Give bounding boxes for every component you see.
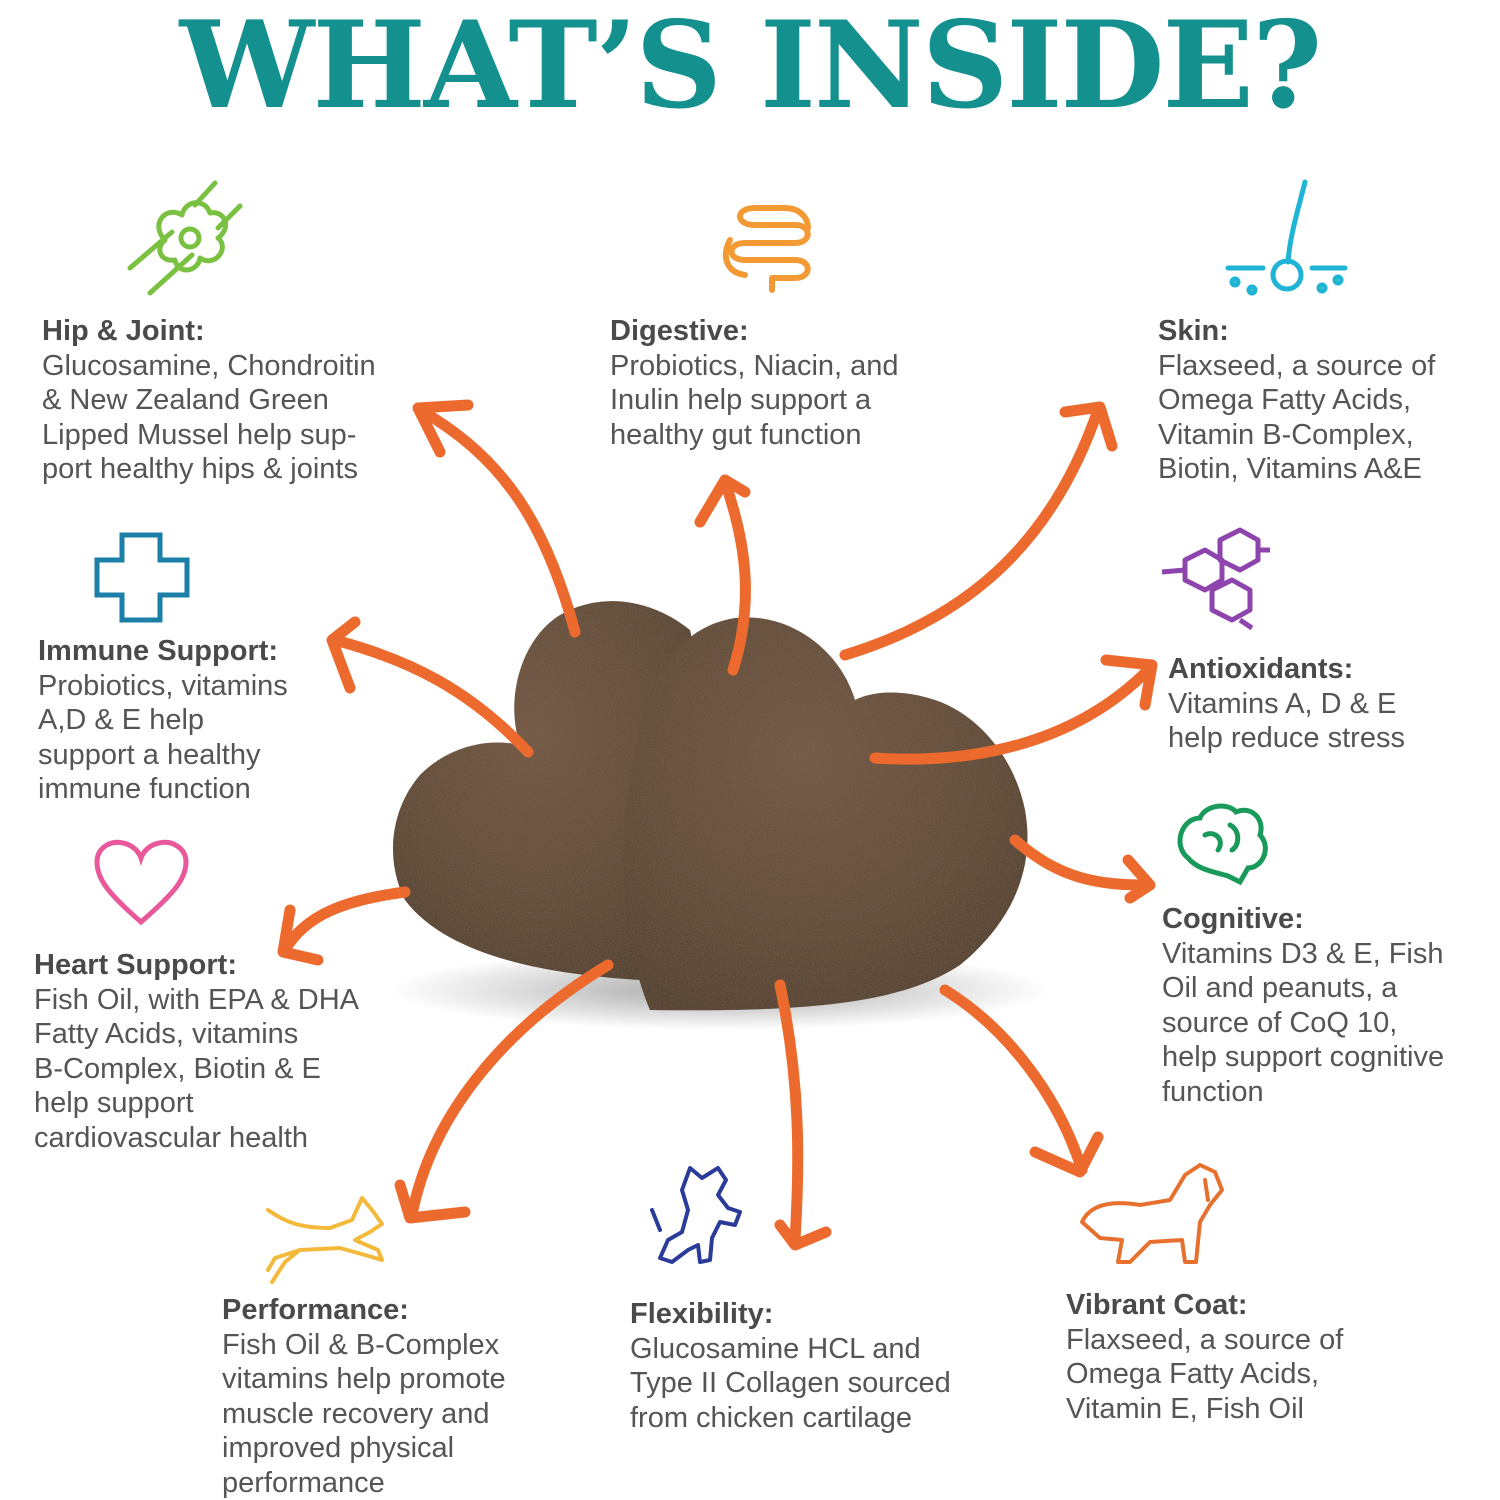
arrow-antioxidants-head [1100,654,1158,711]
arrow-hip-joint [414,404,581,638]
benefit-arrows [277,399,1158,1251]
arrow-flexibility [774,979,804,1246]
benefit-text: Probiotics, vitamins A,D & E help suppor… [38,669,288,806]
arrow-cognitive-head [1122,854,1156,904]
benefit-heading: Hip & Joint: [42,315,205,347]
jumping-dog-icon [650,1166,742,1264]
benefit-text: Probiotics, Niacin, and Inulin help supp… [610,349,899,451]
arrow-skin [839,404,1104,661]
benefit-heart: Heart Support: Fish Oil, with EPA & DHA … [34,948,359,1155]
benefit-hip-joint: Hip & Joint: Glucosamine, Chondroitin & … [42,314,376,487]
benefit-heading: Digestive: [610,315,749,347]
benefit-antioxidants: Antioxidants: Vitamins A, D & E help red… [1168,652,1405,756]
arrow-vibrant-coat-head [1029,1131,1104,1178]
arrow-immune [329,634,534,758]
benefit-text: Glucosamine, Chondroitin & New Zealand G… [42,349,376,486]
benefit-vibrant-coat: Vibrant Coat: Flaxseed, a source of Omeg… [1066,1288,1343,1426]
arrow-performance-head [394,1179,471,1224]
benefit-heading: Performance: [222,1294,409,1326]
arrow-antioxidants [869,662,1156,765]
arrow-performance [406,959,614,1221]
benefit-text: Vitamins A, D & E help reduce stress [1168,687,1405,755]
benefit-immune: Immune Support: Probiotics, vitamins A,D… [38,634,288,807]
benefit-cognitive: Cognitive: Vitamins D3 & E, Fish Oil and… [1162,902,1444,1109]
molecule-icon [1161,527,1270,631]
arrow-digestive [719,476,751,676]
page-title: WHAT’S INSIDE? [179,0,1323,136]
treat-front [623,617,1028,1011]
benefit-skin: Skin: Flaxseed, a source of Omega Fatty … [1158,314,1435,487]
benefit-heading: Antioxidants: [1168,653,1354,685]
arrow-digestive-head [694,474,751,528]
arrow-heart [279,886,411,956]
arrow-immune-head [326,616,361,694]
benefit-text: Flaxseed, a source of Omega Fatty Acids,… [1066,1323,1344,1425]
benefit-flexibility: Flexibility: Glucosamine HCL and Type II… [630,1297,951,1435]
benefit-heading: Cognitive: [1162,903,1304,935]
benefit-text: Fish Oil & B-Complex vitamins help promo… [222,1328,506,1499]
benefit-text: Vitamins D3 & E, Fish Oil and peanuts, a… [1162,937,1445,1108]
arrow-cognitive [1009,834,1154,891]
benefit-heading: Immune Support: [38,635,279,667]
benefit-heading: Flexibility: [630,1298,774,1330]
hair-follicle-icon [1225,179,1348,296]
benefit-performance: Performance: Fish Oil & B-Complex vitami… [222,1293,506,1500]
running-dog-icon [266,1196,384,1284]
arrow-vibrant-coat [939,984,1088,1176]
arrow-heart-head [277,904,324,966]
arrow-flexibility-head [774,1219,832,1251]
intestine-icon [722,205,811,293]
arrow-skin-head [1059,401,1118,452]
benefit-heading: Skin: [1158,315,1229,347]
heart-icon [94,839,189,926]
long-hair-dog-icon [1080,1163,1224,1264]
joint-icon [127,180,243,296]
benefit-digestive: Digestive: Probiotics, Niacin, and Inuli… [610,314,899,452]
benefit-heading: Vibrant Coat: [1066,1289,1248,1321]
benefit-text: Fish Oil, with EPA & DHA Fatty Acids, vi… [34,983,359,1154]
medical-cross-icon [94,532,190,623]
benefit-text: Flaxseed, a source of Omega Fatty Acids,… [1158,349,1436,486]
arrow-hip-joint-head [412,399,474,458]
benefit-text: Glucosamine HCL and Type II Collagen sou… [630,1332,951,1434]
benefit-heading: Heart Support: [34,949,237,981]
brain-icon [1177,803,1268,886]
